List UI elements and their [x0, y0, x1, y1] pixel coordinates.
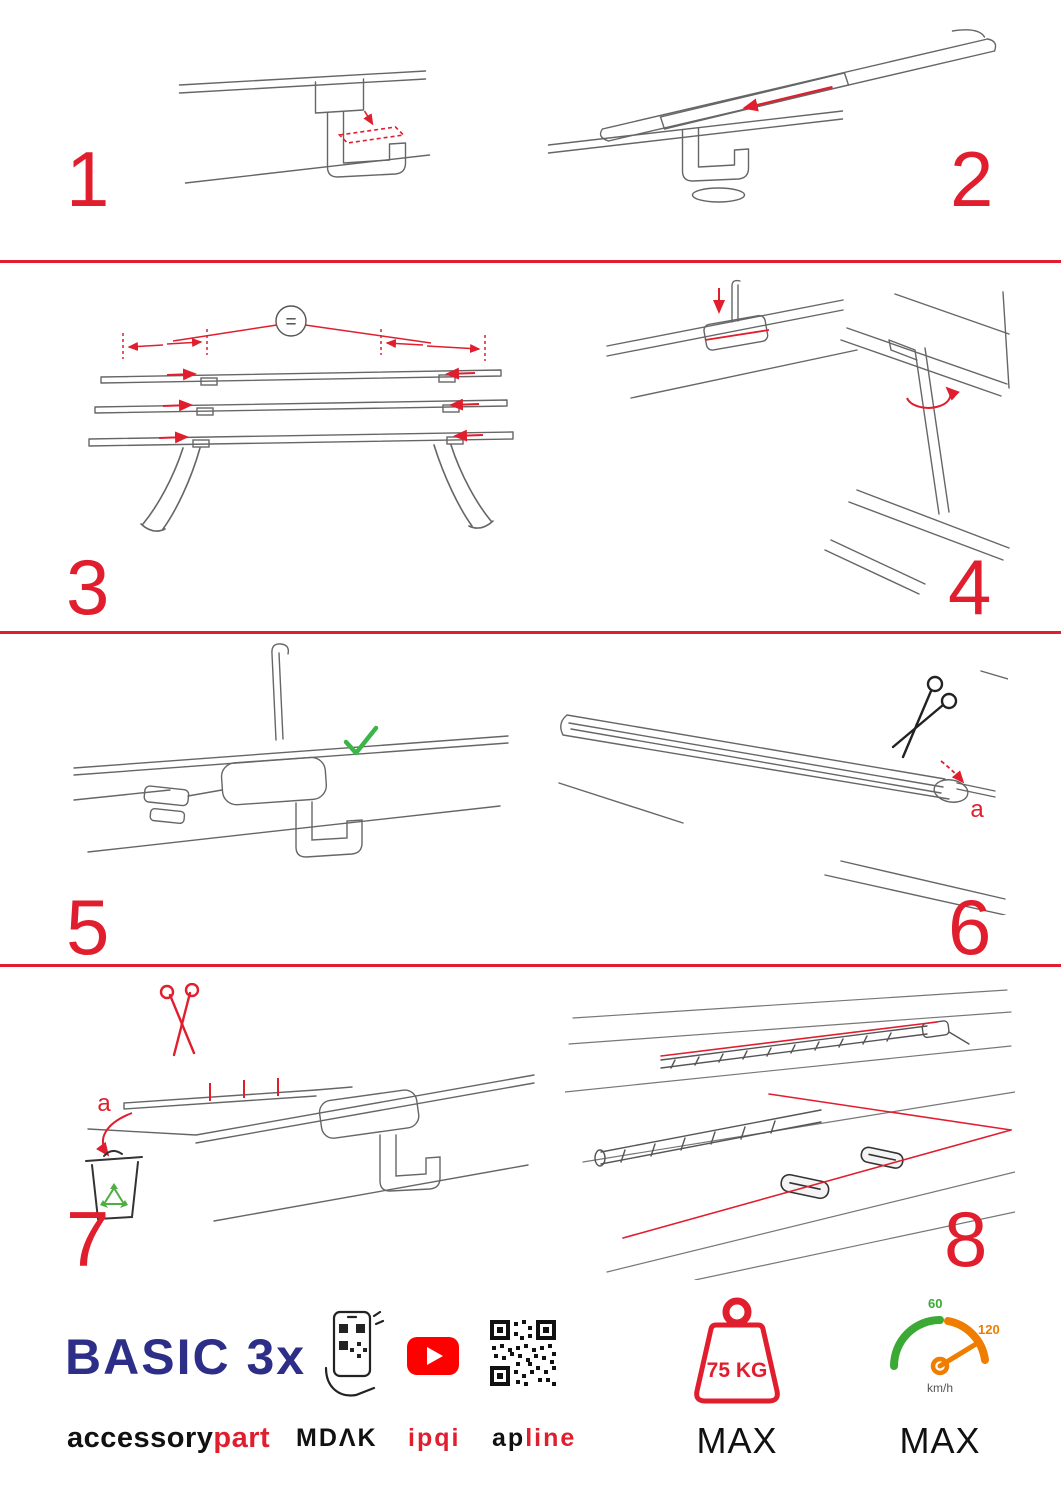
phone-qr-icon — [324, 1310, 385, 1397]
step-1-number: 1 — [66, 135, 110, 223]
cut-marks — [96, 1078, 279, 1157]
partner-apline: apline — [492, 1424, 576, 1453]
step-5-number: 5 — [66, 883, 110, 971]
scissors-icon-red — [159, 983, 200, 1057]
brand-accessory-text: accessory — [67, 1422, 214, 1454]
adjust-arrows — [158, 367, 484, 444]
equal-spacing-dimensions — [122, 324, 486, 361]
weight-max-label: MAX — [696, 1420, 778, 1461]
speed-low-label: 60 — [928, 1296, 942, 1311]
tighten-indicators — [704, 288, 960, 409]
brand-part-text: part — [213, 1422, 271, 1454]
step-5-drawing — [73, 643, 509, 858]
alignment-lines — [622, 1021, 1012, 1239]
roof-rail-lines — [178, 70, 431, 184]
cut-label: a — [970, 796, 984, 823]
recycle-icon — [100, 1183, 128, 1208]
roof-and-clamp — [606, 279, 858, 399]
weight-icon: 75 KG — [694, 1297, 780, 1404]
clamp-assembly — [73, 643, 509, 858]
step-3-number: 3 — [66, 543, 110, 631]
equal-badge: = — [285, 312, 296, 333]
crossbar-and-rail — [547, 29, 997, 154]
support-legs — [140, 444, 494, 532]
insert-plate-indicator — [337, 110, 406, 144]
step-8-drawing — [565, 989, 1015, 1280]
slide-direction-arrow — [742, 85, 833, 112]
brand-accessorypart: accessorypart — [67, 1422, 270, 1455]
youtube-icon — [407, 1337, 459, 1375]
cut-indicator: a — [940, 760, 984, 823]
speedometer-hub — [930, 1356, 950, 1376]
speed-high-label: 120 — [978, 1322, 1000, 1337]
step-8-number: 8 — [944, 1195, 988, 1283]
speedometer-arcs — [890, 1316, 989, 1370]
allen-key — [824, 291, 1010, 595]
strip-and-clamp — [87, 1074, 535, 1222]
speedometer-icon: 60 120 km/h — [890, 1296, 1000, 1395]
partner-ipqi: ipqi — [408, 1424, 461, 1452]
step-4-number: 4 — [948, 543, 992, 631]
qr-code-icon — [490, 1320, 556, 1386]
rail-strips — [594, 1020, 970, 1167]
step-2-number: 2 — [950, 135, 994, 223]
three-crossbars — [88, 369, 514, 448]
step-7-drawing: a — [85, 983, 535, 1222]
step-6-number: 6 — [948, 883, 992, 971]
t-bolt-parts — [780, 1146, 904, 1200]
section-divider-1 — [0, 260, 1061, 263]
step-4-drawing — [606, 279, 1010, 595]
equal-badge-circle — [275, 305, 307, 337]
step-6-drawing: a — [558, 670, 1008, 915]
step-2-drawing — [547, 29, 997, 203]
clamp-bracket — [326, 111, 407, 178]
scissors-icon — [891, 675, 958, 759]
roof-perspective-lines — [565, 989, 1015, 1280]
qr-modules — [490, 1320, 556, 1386]
weight-value: 75 KG — [707, 1359, 768, 1382]
trash-icon — [85, 1150, 143, 1221]
apline-ap-text: ap — [492, 1424, 526, 1452]
partner-mdak: MDΛK — [296, 1424, 378, 1452]
apline-line-text: line — [525, 1424, 577, 1452]
brand-logo-basic3x: BASIC 3x — [65, 1329, 307, 1385]
section-divider-3 — [0, 964, 1061, 967]
step-1-drawing — [178, 70, 431, 184]
phone-qr-modules — [339, 1324, 367, 1358]
speed-max-label: MAX — [899, 1420, 981, 1461]
youtube-play-icon — [427, 1347, 443, 1365]
hanging-clamp — [681, 127, 750, 203]
step-7-number: 7 — [66, 1195, 110, 1283]
aero-bar-with-strip — [558, 670, 1008, 915]
speed-unit-label: km/h — [927, 1381, 953, 1395]
weight-outline — [694, 1297, 780, 1404]
section-divider-2 — [0, 631, 1061, 634]
cut-label: a — [97, 1090, 111, 1117]
phone-outline — [324, 1310, 385, 1397]
check-icon — [343, 725, 379, 756]
step-3-drawing: = — [88, 305, 514, 532]
